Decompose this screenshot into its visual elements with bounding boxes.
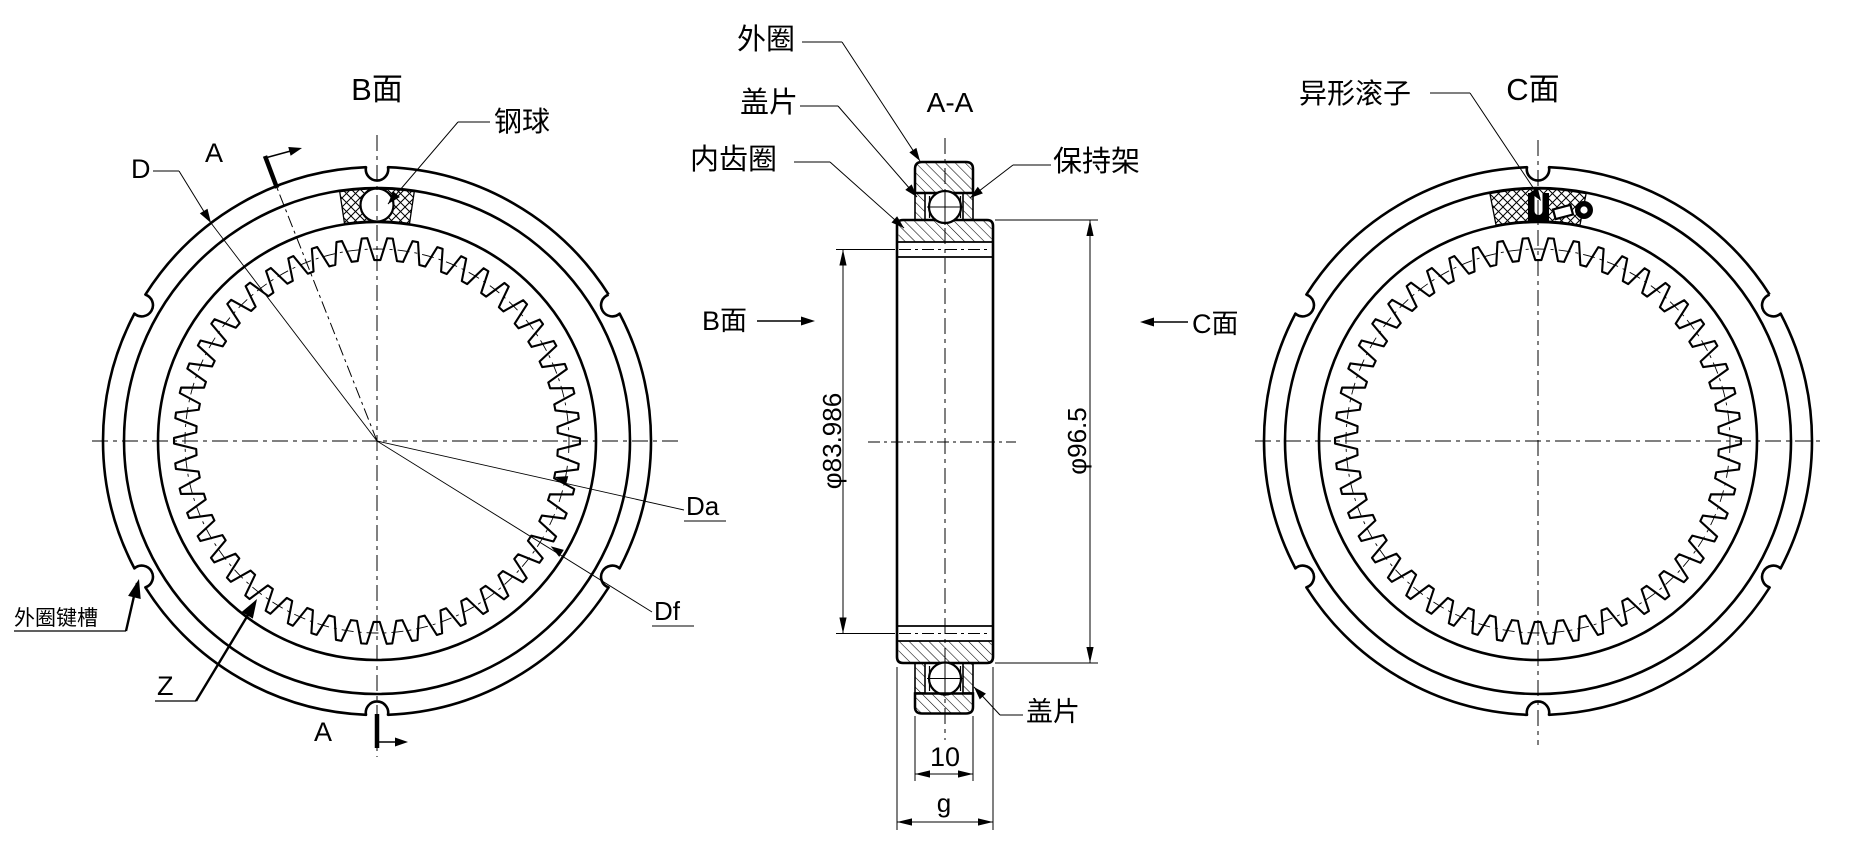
- b-face-label: B面: [702, 306, 747, 336]
- cover-plate-bottom-label: 盖片: [1026, 697, 1080, 727]
- internal-gear-ring-label: 内齿圈: [690, 143, 777, 176]
- section-a-bottom-label: A: [314, 717, 332, 747]
- tooth-count-z-label: Z: [157, 671, 174, 701]
- steel-ball-label: 钢球: [494, 106, 550, 137]
- cage-label: 保持架: [1053, 145, 1140, 178]
- cover-width-dim: 10: [930, 742, 960, 772]
- c-face-label: C面: [1192, 309, 1239, 339]
- root-diameter-df-label: Df: [654, 596, 681, 626]
- outer-ring-keyway-label: 外圈键槽: [14, 607, 98, 630]
- overall-width-dim: g: [937, 788, 951, 818]
- view-c-title: C面: [1506, 72, 1559, 107]
- profiled-roller-label: 异形滚子: [1299, 78, 1411, 109]
- outer-ring-label: 外圈: [737, 23, 795, 56]
- outer-diameter-d-label: D: [131, 154, 151, 184]
- section-a-top-label: A: [205, 138, 223, 168]
- section-aa-title: A-A: [927, 87, 974, 118]
- outer-diameter-dim: φ96.5: [1062, 407, 1092, 474]
- drawing-labels: B面 钢球 D A A 外圈键槽 Z Da Df A-A 外圈 盖片 内齿圈 保…: [14, 23, 1560, 818]
- drawing-geometry: [14, 41, 1825, 830]
- cover-plate-top-label: 盖片: [740, 86, 798, 119]
- bore-diameter-dim: φ83.986: [817, 393, 847, 489]
- tip-diameter-da-label: Da: [686, 491, 720, 521]
- view-b-title: B面: [351, 72, 403, 107]
